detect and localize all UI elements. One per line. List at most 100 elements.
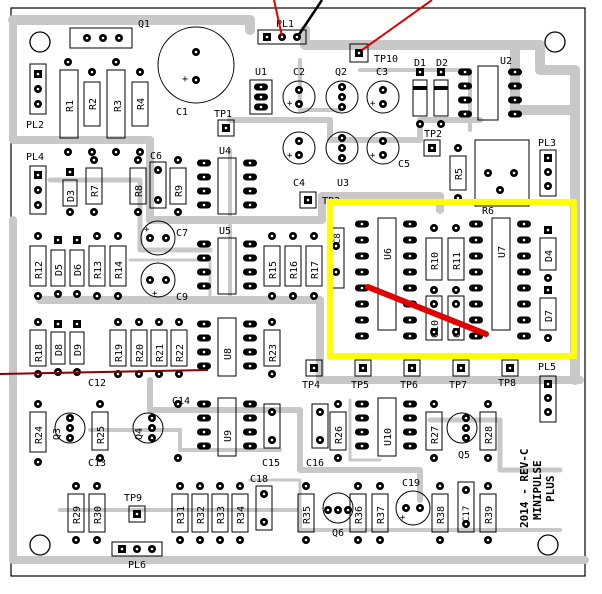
r31-label: R31 [176, 506, 187, 524]
tp1-label: TP1 [214, 109, 232, 120]
r39-label: R39 [484, 506, 495, 524]
r32-resistor: R32 [191, 482, 209, 544]
u10-label: U10 [383, 428, 394, 446]
r35-label: R35 [302, 506, 313, 524]
r24-resistor: R24 [29, 400, 47, 466]
q1-label: Q1 [138, 19, 150, 30]
tp7-testpoint: TP7 [449, 359, 470, 391]
c14-label: C14 [172, 396, 190, 407]
q6-label: Q6 [332, 528, 344, 539]
d9-diode: D9 [69, 320, 85, 376]
r15-resistor: R15 [263, 232, 281, 300]
u8-label: U8 [223, 348, 234, 360]
r25-label: R25 [96, 426, 107, 444]
q1-footprint: Q1 [69, 19, 150, 49]
r16-label: R16 [289, 261, 300, 279]
r19-resistor: R19 [109, 318, 127, 378]
r13-resistor: R13 [88, 232, 106, 300]
r11-label: R11 [452, 252, 463, 270]
r28-resistor: R28 [479, 400, 497, 462]
r2-resistor: R2 [83, 68, 101, 156]
u2-ic: U2 [458, 56, 522, 121]
tp6-testpoint: TP6 [400, 359, 421, 391]
svg-text:+: + [370, 99, 376, 109]
r1-label: R1 [65, 100, 76, 112]
r24-label: R24 [34, 426, 45, 444]
mounting-hole [537, 534, 559, 556]
r12-resistor: R12 [29, 232, 47, 300]
d7-label: D7 [544, 310, 555, 322]
r8-label: R8 [134, 185, 145, 197]
c19-capacitor: + C19 [395, 478, 431, 526]
c4-capacitor: + C4 [282, 131, 316, 189]
r18-label: R18 [34, 344, 45, 362]
u9-label: U9 [223, 430, 234, 442]
c19-label: C19 [402, 478, 420, 489]
r33-label: R33 [216, 506, 227, 524]
q5-transistor: Q5 [446, 412, 478, 461]
tp9-label: TP9 [124, 493, 142, 504]
c6-capacitor: C6 [149, 151, 167, 209]
pl2-label: PL2 [26, 120, 44, 131]
r13-label: R13 [93, 261, 104, 279]
r38-resistor: R38 [431, 482, 449, 544]
svg-text:+: + [144, 225, 150, 235]
c5-capacitor: + C5 [366, 131, 410, 170]
r36-label: R36 [354, 506, 365, 524]
q5-label: Q5 [458, 450, 470, 461]
c9-label: C9 [176, 292, 188, 303]
q3-transistor: Q3 [52, 412, 86, 444]
r39-resistor: R39 [479, 482, 497, 544]
r5-resistor: R5 [449, 144, 467, 202]
tp9-testpoint: TP9 [124, 493, 146, 523]
c17-label: C17 [462, 506, 472, 522]
r2-label: R2 [88, 98, 99, 110]
r29-resistor: R29 [67, 482, 85, 544]
r20-resistor: R20 [130, 318, 148, 378]
r9-label: R9 [174, 185, 185, 197]
c8-label: C8 [333, 233, 343, 244]
svg-text:+: + [287, 99, 293, 109]
d1-label: D1 [414, 58, 426, 69]
r9-resistor: R9 [169, 156, 187, 216]
c7-capacitor: + C7 [140, 220, 188, 256]
pl5-label: PL5 [538, 362, 556, 373]
pl1-connector: PL1 [257, 19, 307, 45]
r7-label: R7 [90, 185, 101, 197]
r34-label: R34 [236, 506, 247, 524]
u7-ic: U7 [469, 217, 531, 340]
r30-label: R30 [93, 506, 104, 524]
c10-label: C10 [430, 320, 441, 338]
r26-label: R26 [334, 426, 345, 444]
tp8-testpoint: TP8 [498, 359, 519, 389]
r38-label: R38 [436, 506, 447, 524]
d6-diode: D6 [69, 236, 85, 298]
pl4-label: PL4 [26, 152, 44, 163]
pl1-label: PL1 [276, 19, 294, 30]
c17-capacitor: C17 [457, 481, 475, 533]
red-probe-wire-left [0, 369, 209, 375]
u4-ic: U4 [197, 146, 257, 215]
r7-resistor: R7 [85, 156, 103, 216]
c12-label: C12 [88, 378, 106, 389]
tp8-label: TP8 [498, 378, 516, 389]
c13-label: C13 [88, 458, 106, 469]
board-rev-line2: MINIPULSE [531, 460, 544, 520]
d5-label: D5 [54, 264, 65, 276]
q4-label: Q4 [134, 428, 145, 440]
r6-trimmer: R6 [474, 139, 530, 217]
r15-label: R15 [268, 261, 279, 279]
tp5-testpoint: TP5 [351, 359, 372, 391]
d9-label: D9 [73, 344, 84, 356]
q2-label: Q2 [335, 67, 347, 78]
c18-label: C18 [250, 474, 268, 485]
r37-label: R37 [376, 506, 387, 524]
c7-label: C7 [176, 228, 188, 239]
r11-resistor: R11 [447, 224, 465, 294]
r36-resistor: R36 [349, 482, 367, 544]
mounting-hole [544, 31, 566, 53]
d7-diode: D7 [539, 286, 557, 342]
c3-capacitor: + C3 [366, 67, 400, 114]
board-rev-line1: 2014 - REV-C [518, 449, 531, 528]
